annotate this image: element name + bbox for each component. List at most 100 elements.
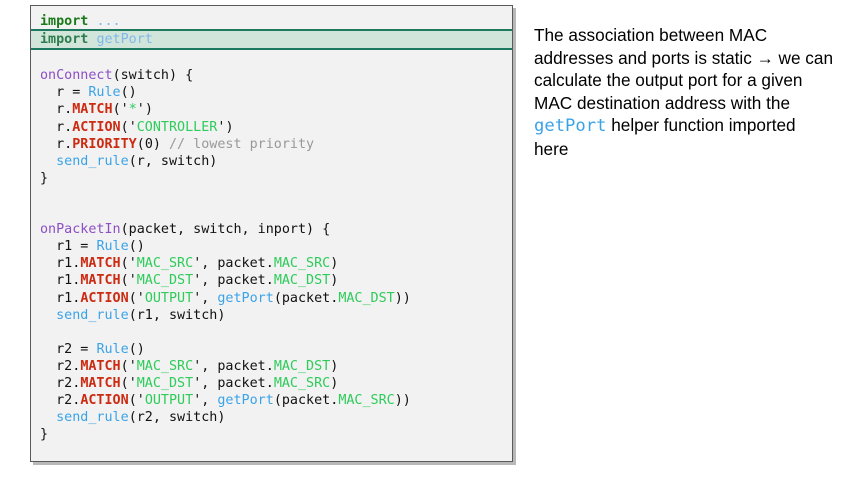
code-token: ) (330, 358, 339, 374)
code-token: onPacketIn (40, 222, 121, 238)
code-token: (packet, switch, inport) { (120, 222, 331, 238)
code-token: ) (144, 102, 153, 118)
code-token: r. (40, 119, 73, 135)
code-line-onpacketin-close: } (31, 426, 512, 443)
code-line-r1-match-dst: r1.MATCH('MAC_DST', packet.MAC_DST) (31, 272, 512, 289)
code-line-r-action-controller: r.ACTION('CONTROLLER') (31, 119, 512, 136)
code-token: Rule (88, 85, 121, 101)
code-token: ) (330, 256, 339, 272)
code-token (40, 410, 56, 425)
code-token: ' (136, 393, 145, 409)
code-token: r2. (40, 358, 81, 374)
code-token: ' (128, 273, 137, 289)
code-token: MATCH (72, 102, 113, 118)
code-token: ' (193, 273, 202, 289)
code-token: ) (152, 136, 169, 152)
code-line-r-priority: r.PRIORITY(0) // lowest priority (31, 136, 512, 153)
code-token: r2. (40, 375, 81, 391)
code-token: ' (120, 102, 129, 118)
code-token: ' (128, 256, 137, 272)
code-token: () (120, 85, 137, 101)
code-token: MAC_SRC (273, 375, 331, 391)
code-token: ' (128, 119, 137, 135)
code-line-r-match-star: r.MATCH('*') (31, 101, 512, 118)
code-token: )) (394, 290, 411, 306)
code-token: r1 = (40, 239, 97, 255)
code-line-send-rule-r: send_rule(r, switch) (31, 153, 512, 170)
code-line-blank-1 (31, 50, 512, 67)
code-token: MATCH (80, 256, 121, 272)
code-token: getPort (217, 393, 274, 409)
code-token: getPort (217, 290, 274, 306)
code-token: ( (136, 136, 145, 152)
code-token: getPort (96, 32, 153, 48)
code-token: r2 = (40, 341, 97, 357)
code-token: MATCH (80, 273, 121, 289)
code-token: r = (40, 85, 89, 101)
code-line-send-rule-r2: send_rule(r2, switch) (31, 409, 512, 426)
code-token: MATCH (80, 358, 121, 374)
code-token: () (128, 239, 145, 255)
code-token: ( (120, 273, 129, 289)
annotation-text: The association between MAC addresses an… (534, 24, 834, 161)
code-line-r2-match-dst: r2.MATCH('MAC_DST', packet.MAC_SRC) (31, 375, 512, 392)
code-token: ( (128, 393, 137, 409)
code-token: , packet. (201, 273, 274, 289)
code-token: send_rule (56, 410, 129, 426)
annotation-segment: The association between MAC addresses an… (534, 25, 834, 113)
code-line-r2-action-output: r2.ACTION('OUTPUT', getPort(packet.MAC_S… (31, 392, 512, 409)
code-token: } (40, 170, 49, 186)
code-token: (packet. (273, 393, 339, 409)
code-line-import-getport: import getPort (31, 29, 512, 51)
code-line-onconnect-sig: onConnect(switch) { (31, 67, 512, 84)
code-token: MAC_SRC (136, 358, 194, 374)
code-token: MAC_DST (136, 375, 194, 391)
code-token: MAC_DST (273, 273, 331, 289)
code-token: (r, switch) (128, 153, 218, 169)
code-token: () (128, 341, 145, 357)
code-line-r-assign: r = Rule() (31, 84, 512, 101)
code-token: send_rule (56, 153, 129, 169)
code-token: ' (193, 290, 202, 306)
code-token: import (40, 32, 89, 48)
code-token (40, 154, 56, 169)
code-token: PRIORITY (72, 136, 137, 152)
code-line-r1-match-src: r1.MATCH('MAC_SRC', packet.MAC_SRC) (31, 255, 512, 272)
annotation-segment: helper function imported here (534, 115, 796, 159)
code-token: // lowest priority (169, 136, 315, 152)
code-token: Rule (96, 239, 129, 255)
code-panel: import ...import getPort onConnect(switc… (30, 5, 513, 462)
code-token: ' (193, 393, 202, 409)
code-token: onConnect (40, 68, 113, 84)
code-token: OUTPUT (144, 290, 194, 306)
code-line-send-rule-r1: send_rule(r1, switch) (31, 307, 512, 324)
code-token: r1. (40, 273, 81, 289)
code-token: , (201, 393, 218, 409)
code-token: ( (120, 375, 129, 391)
code-line-onconnect-close: } (31, 170, 512, 187)
code-token: 0 (144, 136, 153, 152)
code-token: ACTION (72, 119, 121, 135)
code-token: ' (193, 375, 202, 391)
code-line-r1-assign: r1 = Rule() (31, 238, 512, 255)
code-token: * (128, 102, 137, 118)
code-token: MAC_SRC (273, 256, 331, 272)
code-token: ) (330, 375, 339, 391)
code-token: ( (120, 358, 129, 374)
code-token: ) (225, 119, 234, 135)
code-token: ' (193, 256, 202, 272)
code-token: ' (217, 119, 226, 135)
code-token: r1. (40, 290, 81, 306)
code-token: r2. (40, 393, 81, 409)
code-listing: import ...import getPort onConnect(switc… (31, 6, 512, 443)
code-line-r1-action-output: r1.ACTION('OUTPUT', getPort(packet.MAC_D… (31, 290, 512, 307)
code-token: , packet. (201, 358, 274, 374)
code-token: MAC_DST (338, 290, 395, 306)
code-token: } (40, 427, 49, 443)
code-line-r2-assign: r2 = Rule() (31, 341, 512, 358)
code-token: r. (40, 136, 73, 152)
code-token: ... (96, 14, 121, 29)
code-token: ACTION (80, 393, 129, 409)
annotation-code-reference: getPort (534, 116, 607, 137)
code-token (40, 308, 56, 323)
